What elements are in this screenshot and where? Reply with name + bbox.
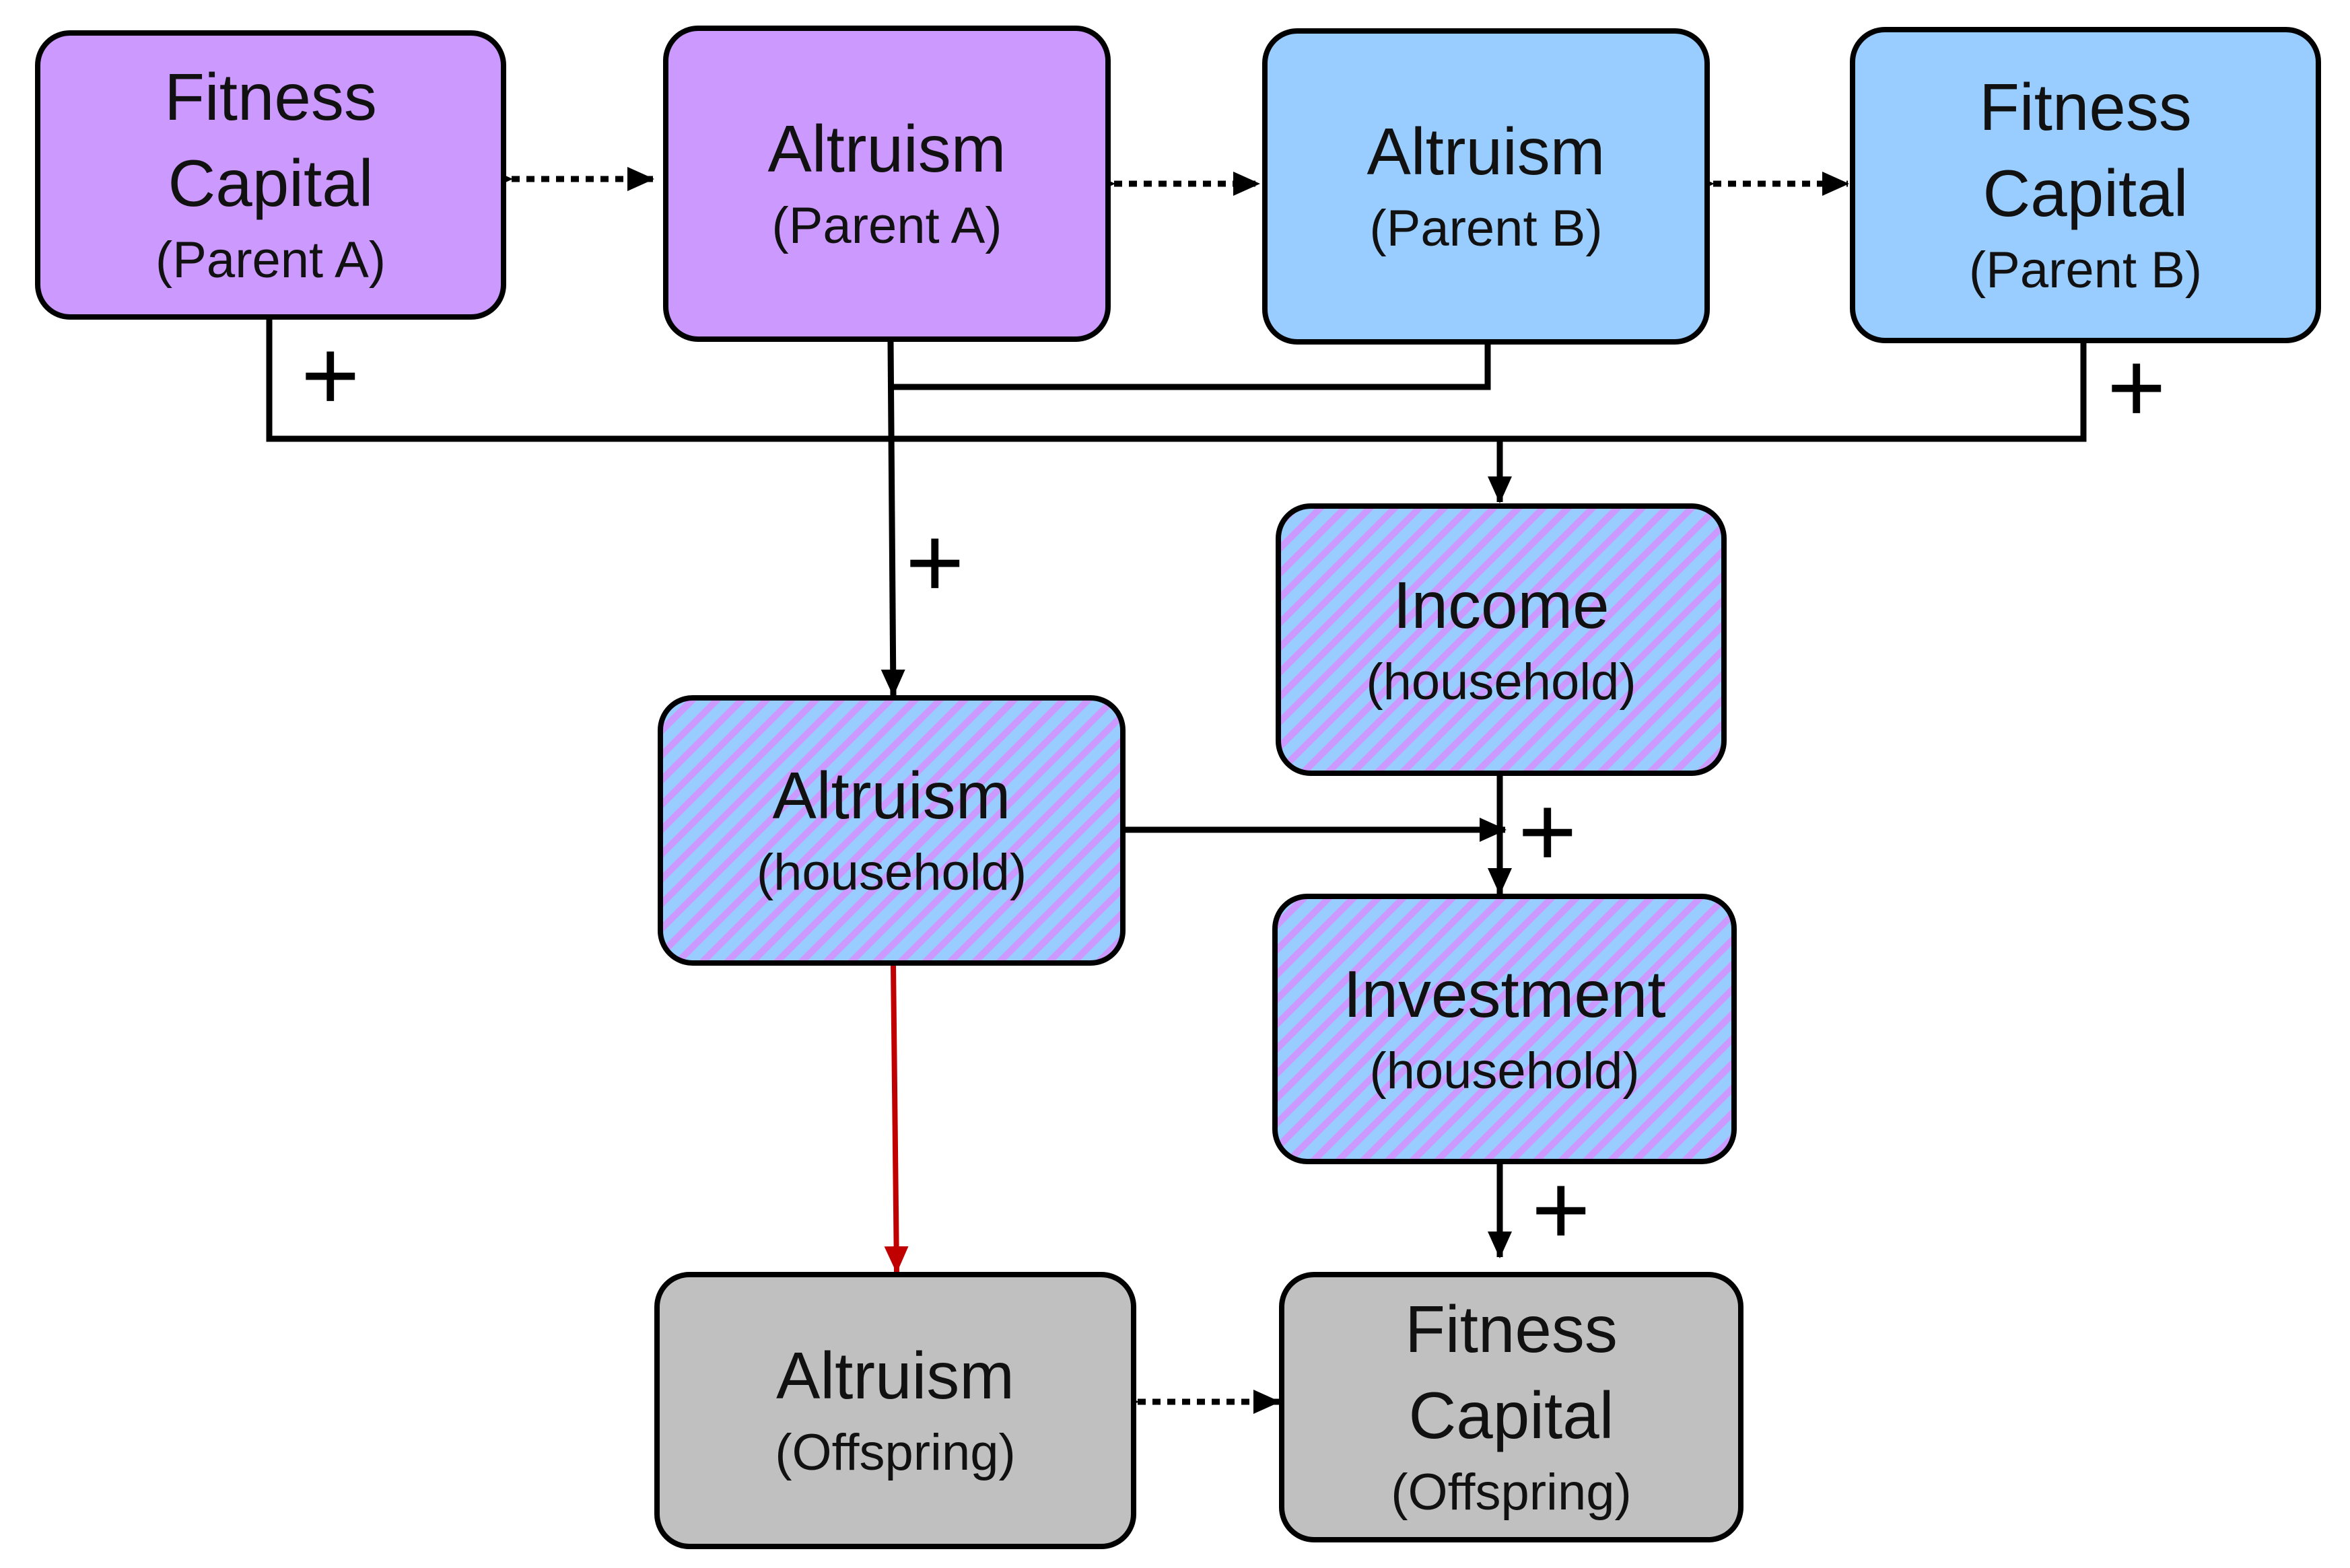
node-fitness-capital-parent-b: Fitness Capital (Parent B) [1850,27,2321,343]
node-title: Altruism [772,758,1011,832]
node-subtitle: (Parent B) [1968,242,2203,299]
arrow-to-altruism-household [880,341,905,697]
node-title: Fitness Capital [164,60,377,220]
node-subtitle: (Offspring) [1391,1464,1632,1522]
plus-sign-investment: + [1518,775,1577,888]
node-altruism-parent-a: Altruism (Parent A) [663,26,1111,342]
node-title: Income [1393,567,1610,642]
node-fitness-capital-offspring: Fitness Capital (Offspring) [1279,1272,1743,1542]
connector-fitness-capital-to-income [266,316,2087,442]
node-income-household: Income (household) [1276,503,1727,776]
node-subtitle: (household) [756,844,1027,902]
plus-sign-offspring-fitness: + [1531,1153,1591,1266]
node-altruism-offspring: Altruism (Offspring) [654,1272,1136,1549]
node-subtitle: (Parent B) [1369,200,1603,258]
plus-sign-altruism-parents: + [905,505,965,618]
node-subtitle: (Parent A) [771,197,1002,255]
plus-sign-fitness-b: + [2107,330,2166,443]
node-fitness-capital-parent-a: Fitness Capital (Parent A) [35,30,506,320]
node-title: Fitness Capital [1405,1292,1618,1452]
plus-sign-fitness-a: + [301,318,360,431]
node-altruism-household: Altruism (household) [658,695,1126,966]
node-title: Investment [1343,957,1666,1031]
node-investment-household: Investment (household) [1272,894,1737,1164]
node-altruism-parent-b: Altruism (Parent B) [1262,28,1710,345]
connector-altruism-b-join [891,345,1491,390]
arrow-altruism-household-to-offspring [884,964,909,1273]
node-subtitle: (Parent A) [155,231,386,289]
node-subtitle: (household) [1369,1042,1640,1100]
node-title: Altruism [776,1339,1014,1413]
node-title: Altruism [767,112,1006,186]
node-title: Altruism [1367,114,1605,188]
node-subtitle: (Offspring) [775,1424,1016,1482]
node-title: Fitness Capital [1979,70,2192,230]
node-subtitle: (household) [1366,653,1636,711]
